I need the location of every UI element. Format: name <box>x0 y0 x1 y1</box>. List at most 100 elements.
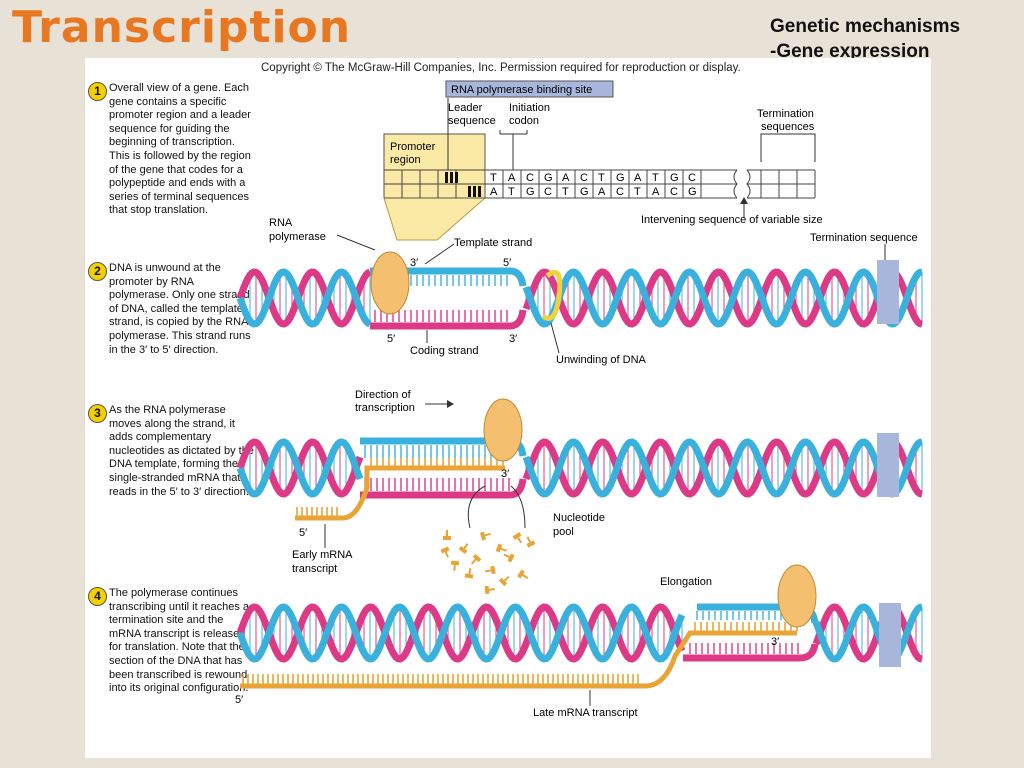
step-2-number: 2 <box>88 262 107 281</box>
five-prime-template: 5′ <box>503 257 511 269</box>
free-nucleotide <box>440 546 450 558</box>
coding-strand-helix <box>236 603 923 663</box>
three-prime-step4: 3′ <box>771 636 779 648</box>
step-4-number: 4 <box>88 587 107 606</box>
bottom-base: G <box>688 186 697 198</box>
binding-site-box <box>445 80 614 98</box>
binding-site-label: RNA polymerase binding site <box>451 84 592 96</box>
termination-sequence-marker-3 <box>877 433 899 497</box>
early-mrna-label-2: transcript <box>292 563 337 575</box>
bottom-base: C <box>616 186 624 198</box>
free-nucleotide <box>484 585 496 595</box>
free-nucleotide <box>512 532 523 544</box>
free-nucleotide <box>517 569 529 579</box>
bottom-base: C <box>544 186 552 198</box>
three-prime-step3: 3′ <box>501 468 509 480</box>
subtitle-line-1: Genetic mechanisms <box>770 16 961 37</box>
rna-polymerase-step2 <box>370 251 410 315</box>
bottom-base: A <box>652 186 660 198</box>
top-base: C <box>526 172 534 184</box>
free-nucleotide <box>526 536 536 548</box>
leader-label-1: Leader <box>448 102 483 114</box>
transcription-bubble-step2 <box>370 251 899 330</box>
late-mrna <box>240 630 797 689</box>
rna-polymerase-step3 <box>483 398 523 462</box>
initiation-label-1: Initiation <box>509 102 550 114</box>
late-mrna-label: Late mRNA transcript <box>533 707 638 719</box>
promoter-label-2: region <box>390 154 421 166</box>
elongation-label: Elongation <box>660 576 712 588</box>
promoter-label-1: Promoter <box>390 141 436 153</box>
free-nucleotide <box>495 543 507 553</box>
top-base: G <box>670 172 679 184</box>
five-prime-late: 5′ <box>235 694 243 706</box>
coding-strand-helix <box>236 438 923 498</box>
free-nucleotide <box>470 553 482 565</box>
bottom-base: A <box>598 186 606 198</box>
termination-label-1: Termination <box>757 108 814 120</box>
step-4-text: The polymerase continues transcribing un… <box>109 587 250 695</box>
termination-label-2: sequences <box>761 121 815 133</box>
rna-polymerase-step4 <box>777 564 817 628</box>
coding-strand-label: Coding strand <box>410 345 479 357</box>
five-prime-early: 5′ <box>299 527 307 539</box>
top-base: A <box>562 172 570 184</box>
top-base: T <box>490 172 497 184</box>
termination-bracket <box>760 133 816 162</box>
top-base: G <box>544 172 553 184</box>
early-mrna-label-1: Early mRNA <box>292 549 353 561</box>
top-base: A <box>508 172 516 184</box>
three-prime-coding: 3′ <box>509 333 517 345</box>
free-nucleotide <box>484 565 496 575</box>
transcription-bubble-step3 <box>295 398 899 521</box>
intervening-label: Intervening sequence of variable size <box>641 214 823 226</box>
step-3-number: 3 <box>88 404 107 423</box>
initiation-label-2: codon <box>509 115 539 127</box>
termination-sequence-marker-4 <box>879 603 901 667</box>
free-nucleotide <box>498 575 510 587</box>
direction-label-1: Direction of <box>355 389 412 401</box>
transcription-diagram: Promoter region RNA polymerase binding s… <box>235 80 923 719</box>
bottom-base: T <box>508 186 515 198</box>
leader-label-2: sequence <box>448 115 496 127</box>
termination-sequence-marker-2 <box>877 260 899 324</box>
dna-helix-step2 <box>236 268 923 328</box>
five-prime-coding: 5′ <box>387 333 395 345</box>
nucleotide-pool <box>440 530 536 595</box>
nucleotide-pool-label-1: Nucleotide <box>553 512 605 524</box>
bottom-base: C <box>670 186 678 198</box>
unwinding-arrow <box>541 269 563 321</box>
three-prime-template: 3′ <box>410 257 418 269</box>
bottom-base: T <box>562 186 569 198</box>
transcription-bubble-step4 <box>240 564 901 689</box>
step-1-text: Overall view of a gene. Each gene contai… <box>109 82 251 217</box>
free-nucleotide <box>464 567 474 579</box>
free-nucleotide <box>443 530 451 540</box>
slide-title: Transcription <box>12 2 352 53</box>
bottom-base: G <box>580 186 589 198</box>
top-base: G <box>616 172 625 184</box>
bottom-base: A <box>490 186 498 198</box>
gene-overview: Promoter region RNA polymerase binding s… <box>383 80 823 241</box>
free-nucleotide <box>458 543 469 555</box>
copyright-notice: Copyright © The McGraw-Hill Companies, I… <box>261 62 741 74</box>
rna-polymerase-label-1: RNA <box>269 217 293 229</box>
transcription-figure: Copyright © The McGraw-Hill Companies, I… <box>85 58 931 758</box>
unwinding-label: Unwinding of DNA <box>556 354 647 366</box>
dna-helix-step4 <box>236 603 923 663</box>
step-2-text: DNA is unwound at the promoter by RNA po… <box>109 262 251 356</box>
rna-polymerase-label-2: polymerase <box>269 231 326 243</box>
bottom-base: T <box>634 186 641 198</box>
slide-subtitle: Genetic mechanisms -Gene expression <box>770 14 960 64</box>
top-base: C <box>688 172 696 184</box>
leader-marks <box>445 172 481 197</box>
termination-sequence-label: Termination sequence <box>810 232 918 244</box>
bottom-base: G <box>526 186 535 198</box>
template-strand-label: Template strand <box>454 237 532 249</box>
step-3-text: As the RNA polymerase moves along the st… <box>109 404 254 498</box>
top-base: C <box>580 172 588 184</box>
top-base: A <box>634 172 642 184</box>
free-nucleotide <box>503 553 515 563</box>
subtitle-line-2: -Gene expression <box>770 41 930 62</box>
